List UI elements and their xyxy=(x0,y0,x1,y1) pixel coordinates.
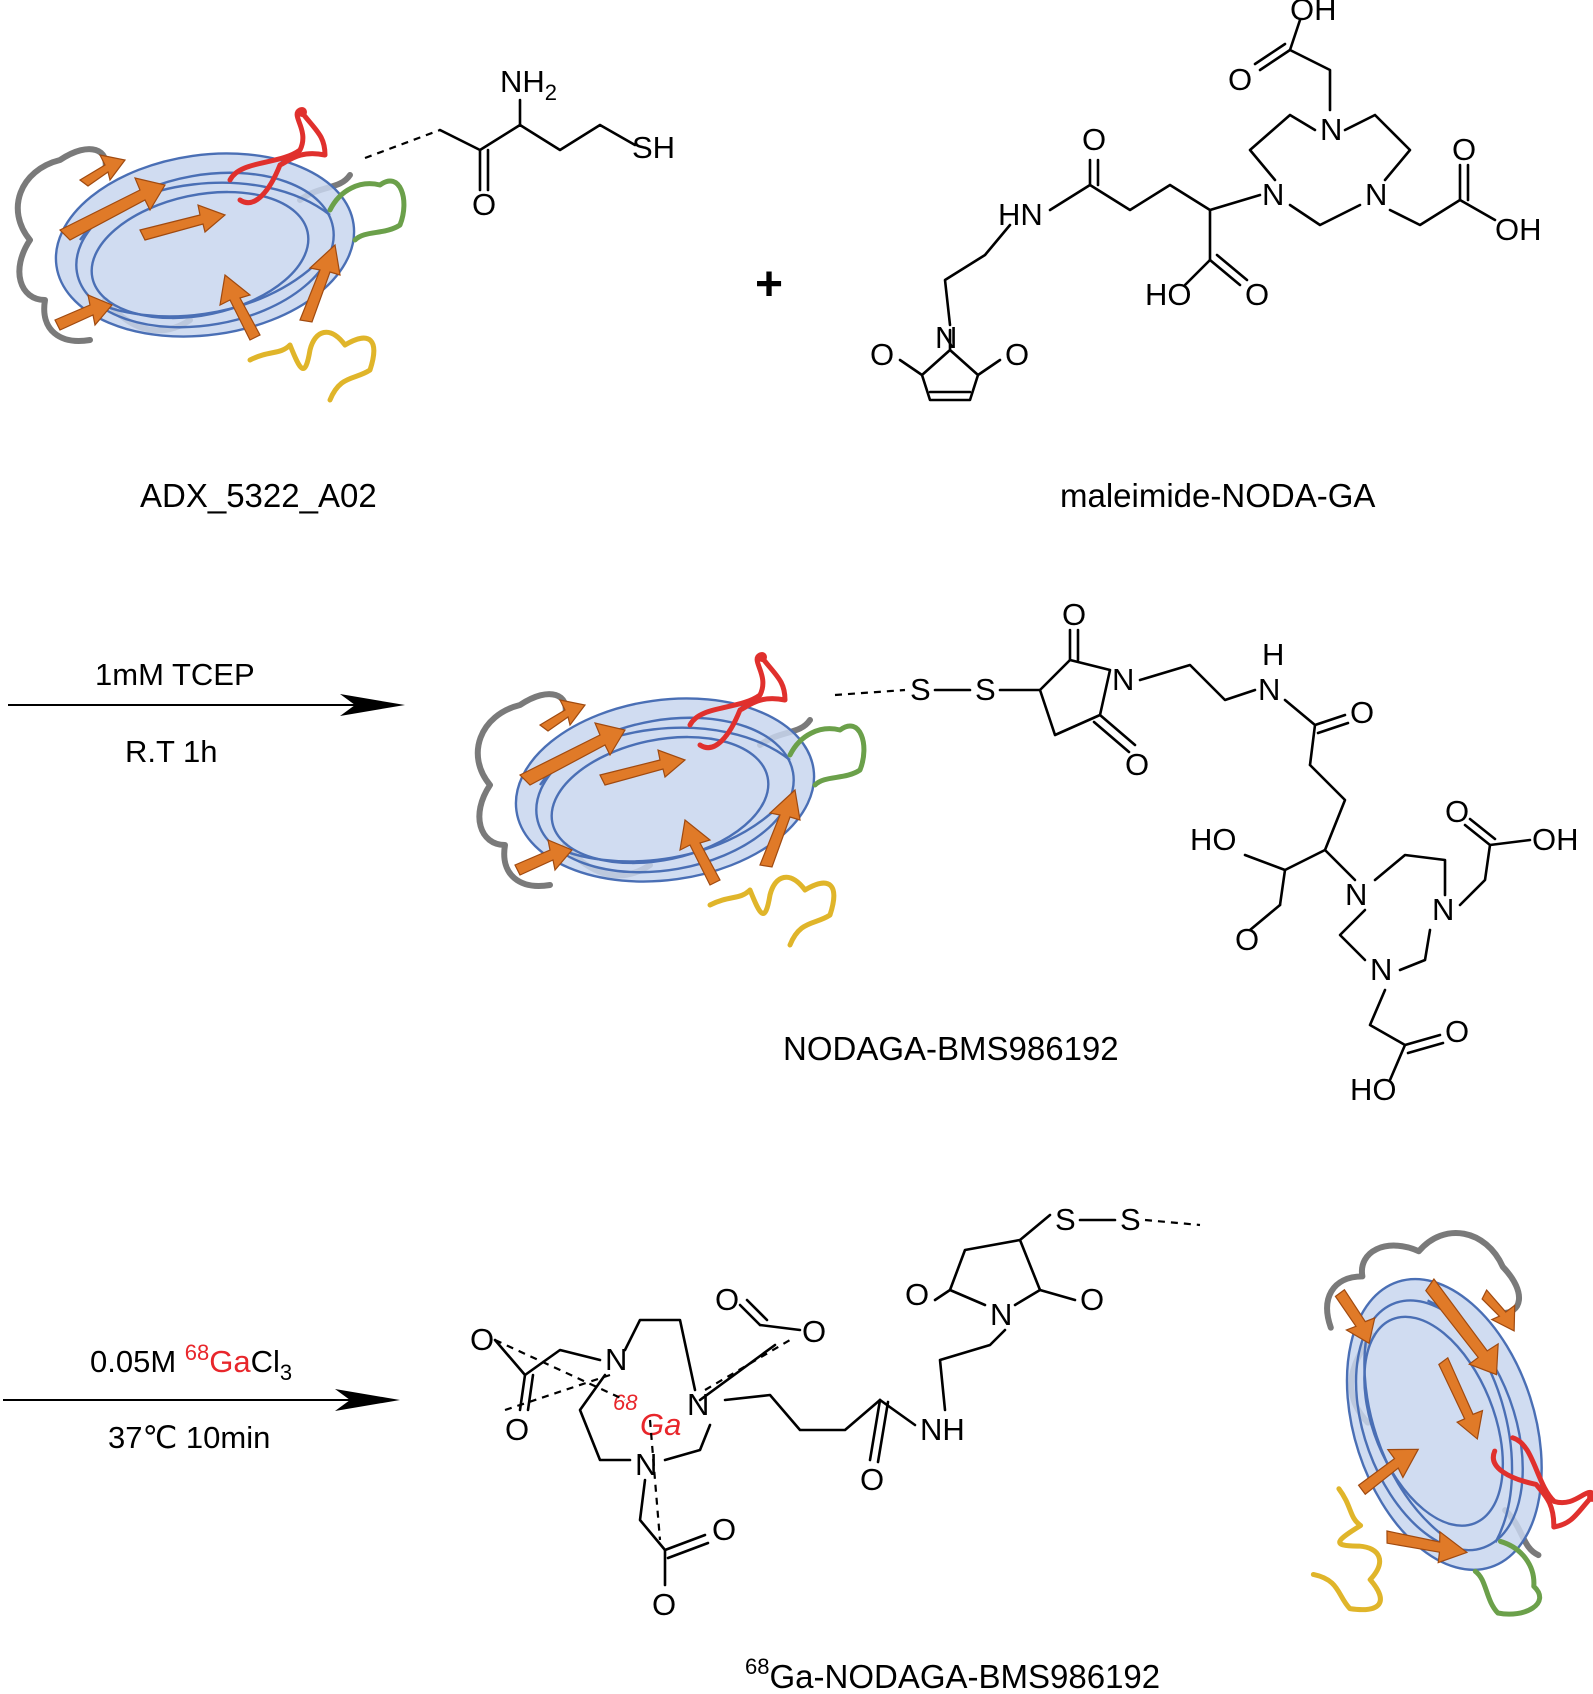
reaction-arrow-1 xyxy=(8,694,405,716)
svg-text:O: O xyxy=(1228,62,1252,97)
svg-text:N: N xyxy=(935,320,957,355)
svg-text:N: N xyxy=(1320,112,1342,147)
svg-text:O: O xyxy=(1235,922,1259,957)
maleimide-noda-ga-structure: N O O HN O HO O N N N O OH xyxy=(870,0,1542,402)
svg-text:O: O xyxy=(1350,695,1374,730)
svg-text:O: O xyxy=(1245,277,1269,312)
svg-text:O: O xyxy=(1062,597,1086,632)
svg-text:N: N xyxy=(1432,892,1454,927)
svg-text:O: O xyxy=(870,337,894,372)
svg-text:Ga: Ga xyxy=(640,1407,681,1442)
svg-text:N: N xyxy=(1365,177,1387,212)
svg-text:OH: OH xyxy=(1532,822,1579,857)
svg-text:N: N xyxy=(1112,662,1134,697)
linker-dashed-bond xyxy=(834,688,906,697)
final-product-label: 68Ga-NODAGA-BMS986192 xyxy=(745,1654,1160,1694)
reaction-arrow-2 xyxy=(3,1389,400,1411)
svg-text:O: O xyxy=(472,187,496,222)
svg-text:S: S xyxy=(1120,1202,1141,1237)
svg-text:HO: HO xyxy=(1190,822,1237,857)
condition-rt: R.T 1h xyxy=(125,734,217,769)
condition-gacl3: 0.05M 68GaCl3 xyxy=(90,1340,292,1385)
svg-text:OH: OH xyxy=(1495,212,1542,247)
condition-tcep: 1mM TCEP xyxy=(95,657,255,692)
chelator-label: maleimide-NODA-GA xyxy=(1060,477,1375,514)
svg-text:O: O xyxy=(652,1587,676,1622)
svg-text:O: O xyxy=(715,1282,739,1317)
condition-temp: 37℃ 10min xyxy=(108,1420,270,1455)
svg-text:O: O xyxy=(1445,1014,1469,1049)
svg-text:O: O xyxy=(1080,1282,1104,1317)
svg-text:NH: NH xyxy=(920,1412,965,1447)
svg-text:O: O xyxy=(1452,132,1476,167)
svg-text:HO: HO xyxy=(1145,277,1192,312)
svg-text:O: O xyxy=(1125,747,1149,782)
svg-text:N: N xyxy=(635,1447,657,1482)
svg-text:HN: HN xyxy=(998,197,1043,232)
protein-ADX xyxy=(18,107,404,400)
svg-text:O: O xyxy=(802,1314,826,1349)
ga-nodaga-complex-structure: O O N N N 68 Ga O O O O O xyxy=(470,1202,1141,1622)
protein-final xyxy=(1259,1216,1593,1647)
svg-text:N: N xyxy=(1262,177,1284,212)
svg-text:O: O xyxy=(905,1277,929,1312)
svg-text:N: N xyxy=(990,1297,1012,1332)
svg-text:N: N xyxy=(605,1342,627,1377)
linker-dashed-bond xyxy=(1144,1218,1201,1227)
svg-text:OH: OH xyxy=(1290,0,1337,27)
svg-text:SH: SH xyxy=(632,130,675,165)
svg-text:O: O xyxy=(1082,122,1106,157)
svg-text:O: O xyxy=(470,1322,494,1357)
svg-text:N: N xyxy=(687,1387,709,1422)
svg-text:H: H xyxy=(1262,637,1284,672)
svg-text:S: S xyxy=(910,672,931,707)
svg-text:O: O xyxy=(1005,337,1029,372)
protein-conjugate xyxy=(478,652,864,945)
svg-text:O: O xyxy=(505,1412,529,1447)
plus-sign: + xyxy=(755,258,783,311)
svg-text:N: N xyxy=(1258,672,1280,707)
svg-text:O: O xyxy=(860,1462,884,1497)
svg-text:HO: HO xyxy=(1350,1072,1397,1107)
cysteine-structure: NH2 SH O xyxy=(438,64,675,222)
nodaga-conjugate-structure: S S O O N N H O HO O N N N xyxy=(910,597,1579,1107)
svg-text:N: N xyxy=(1345,877,1367,912)
conjugate-label: NODAGA-BMS986192 xyxy=(783,1030,1119,1067)
svg-text:S: S xyxy=(1055,1202,1076,1237)
svg-text:O: O xyxy=(1445,794,1469,829)
svg-text:N: N xyxy=(1370,952,1392,987)
linker-dashed-bond xyxy=(364,128,441,160)
svg-text:NH2: NH2 xyxy=(500,64,557,105)
svg-text:68: 68 xyxy=(613,1390,638,1415)
svg-text:O: O xyxy=(712,1512,736,1547)
protein-label: ADX_5322_A02 xyxy=(140,477,377,514)
svg-text:S: S xyxy=(975,672,996,707)
